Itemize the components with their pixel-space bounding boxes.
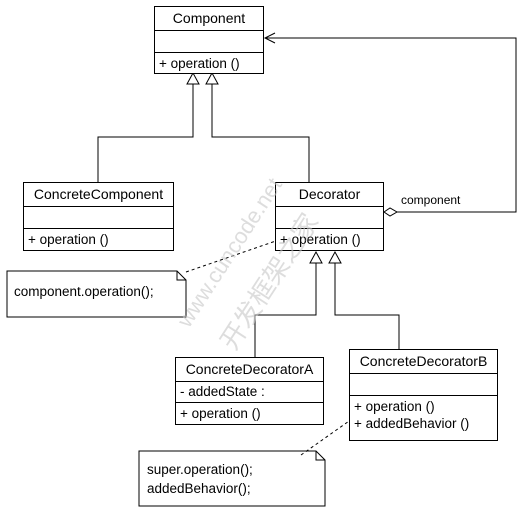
generalization-arrowhead-3 <box>309 250 323 264</box>
class-decorator-attributes <box>276 207 383 229</box>
class-concrete-decorator-a-operations: + operation () <box>176 403 323 422</box>
class-component[interactable]: Component + operation () <box>154 6 264 74</box>
association-label: component <box>401 193 461 207</box>
note-decoratorb-line1: super.operation(); <box>147 462 253 477</box>
class-concrete-decorator-a-name: ConcreteDecoratorA <box>176 358 323 382</box>
class-decorator-operation: + operation () <box>280 232 361 247</box>
class-concrete-decorator-a-attribute: - addedState : <box>180 384 265 399</box>
aggregation-component <box>265 37 517 213</box>
aggregation-arrowhead <box>263 32 276 44</box>
class-concrete-decorator-b-name: ConcreteDecoratorB <box>350 350 497 374</box>
class-concrete-decorator-b-attributes <box>350 374 497 396</box>
note-decorator-fold <box>176 271 186 281</box>
generalization-arrowhead-1 <box>186 71 200 85</box>
note-decoratorb-fold <box>315 451 325 461</box>
aggregation-diamond <box>383 207 399 217</box>
class-decorator-name: Decorator <box>276 183 383 207</box>
class-concrete-component[interactable]: ConcreteComponent + operation () <box>23 182 174 251</box>
note-decoratorb-outline <box>138 450 326 507</box>
class-concrete-decorator-b-added-behavior: + addedBehavior () <box>354 416 470 431</box>
class-concrete-component-name: ConcreteComponent <box>24 183 173 207</box>
note-decoratorb-line2: addedBehavior(); <box>147 481 251 496</box>
class-concrete-decorator-a-operation: + operation () <box>180 406 261 421</box>
class-concrete-decorator-b[interactable]: ConcreteDecoratorB + operation () + adde… <box>349 349 498 441</box>
class-component-attributes <box>155 31 263 53</box>
class-concrete-decorator-b-operations: + operation () + addedBehavior () <box>350 396 497 432</box>
class-concrete-component-operations: + operation () <box>24 229 173 248</box>
class-component-operation: + operation () <box>159 56 240 71</box>
class-concrete-decorator-b-operation: + operation () <box>354 399 435 414</box>
generalization-arrowhead-4 <box>328 250 342 264</box>
class-decorator-operations: + operation () <box>276 229 383 248</box>
generalization-arrowhead-2 <box>205 71 219 85</box>
class-decorator[interactable]: Decorator + operation () <box>275 182 384 251</box>
generalization-concretedecoratorb <box>334 262 400 349</box>
note-decorator-text: component.operation(); <box>14 284 154 299</box>
class-component-operations: + operation () <box>155 53 263 72</box>
class-concrete-component-attributes <box>24 207 173 229</box>
generalization-concretecomponent <box>97 83 194 182</box>
note-decorator-outline <box>6 270 187 318</box>
generalization-concretedecoratora <box>254 262 317 357</box>
class-concrete-decorator-a-attributes: - addedState : <box>176 382 323 403</box>
class-concrete-decorator-a[interactable]: ConcreteDecoratorA - addedState : + oper… <box>175 357 324 425</box>
class-component-name: Component <box>155 7 263 31</box>
class-concrete-component-operation: + operation () <box>28 232 109 247</box>
generalization-decorator <box>211 83 310 182</box>
